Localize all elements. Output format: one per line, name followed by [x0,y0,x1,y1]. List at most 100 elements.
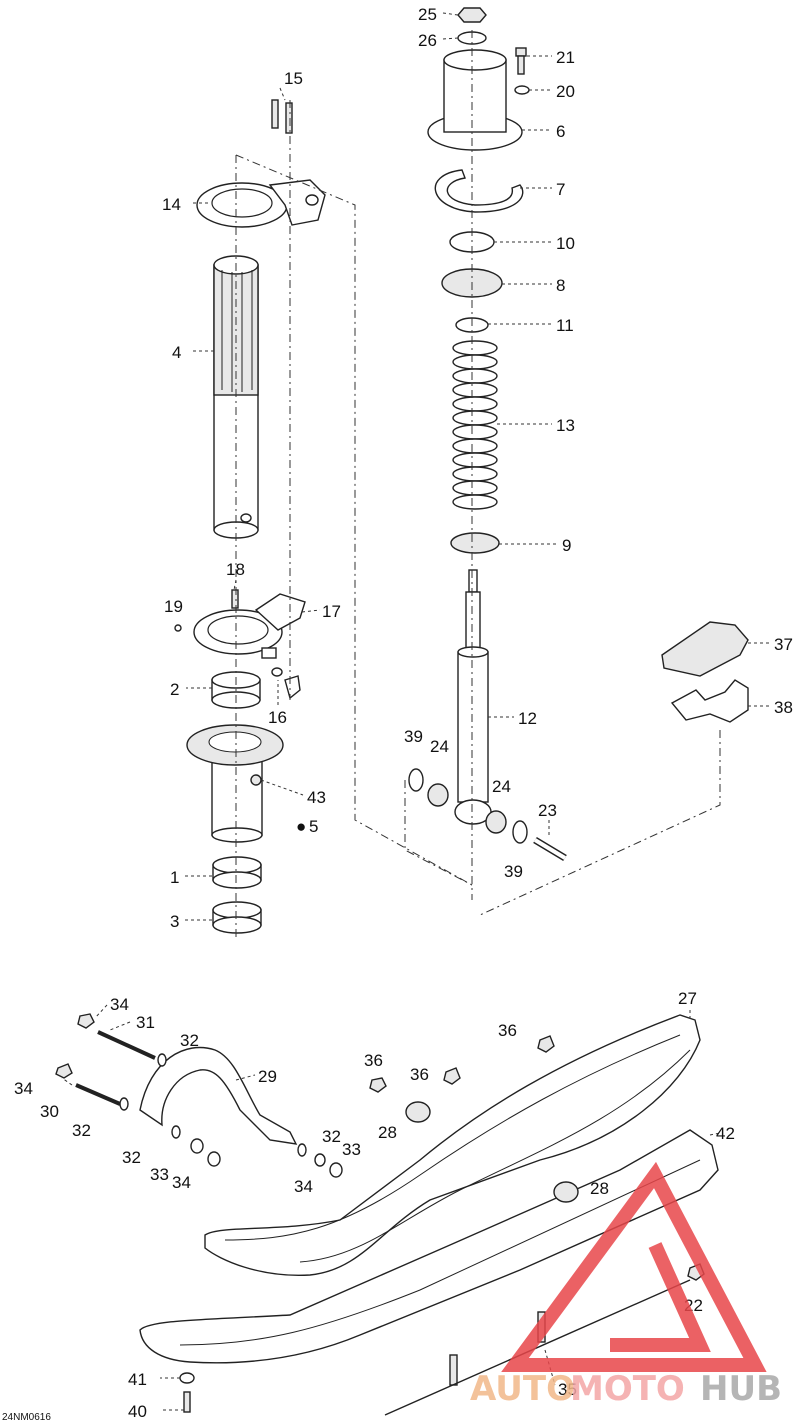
callout-26: 26 [418,31,437,50]
watermark-triangle-icon [501,1161,767,1372]
part-nut-36-c [537,1035,555,1053]
callout-8: 8 [556,276,565,295]
callout-32-a: 32 [180,1031,199,1050]
part-bushing-28-a [405,1101,431,1123]
part-shock-12 [454,569,492,825]
part-clamp-14 [196,179,326,228]
callout-2: 2 [170,680,179,699]
shock-absorber-assembly [408,7,567,862]
part-nut-19 [174,624,182,632]
callout-43: 43 [307,788,326,807]
part-circlip-7 [434,169,524,213]
callout-42: 42 [716,1124,735,1143]
callout-1: 1 [170,868,179,887]
callout-12: 12 [518,709,537,728]
callout-24-lower: 24 [492,777,511,796]
callout-9: 9 [562,536,571,555]
part-bolt-31 [97,1030,156,1060]
assembly-lines [235,30,721,940]
callout-23: 23 [538,801,557,820]
part-bolt-15 [271,99,279,129]
callout-29: 29 [258,1067,277,1086]
part-bushing-3 [212,901,262,934]
callout-3: 3 [170,912,179,931]
callout-38: 38 [774,698,793,717]
ski-assembly [55,1013,719,1416]
part-washer-32-b [119,1097,129,1111]
part-grease-fitting-43 [250,774,262,786]
callout-21: 21 [556,48,575,67]
callout-32-c: 32 [122,1148,141,1167]
callout-27: 27 [678,989,697,1008]
part-bushing-28-b [553,1181,579,1203]
callout-35: 35 [558,1380,577,1399]
watermark-hub: HUB [700,1369,782,1409]
callout-36-a: 36 [498,1021,517,1040]
drawing-id: 24NM0616 [2,1412,51,1423]
part-nut-34-a [77,1013,95,1029]
callout-32-d: 32 [322,1127,341,1146]
part-spring-13 [452,340,498,510]
part-washer-32-a [157,1053,167,1067]
part-nut-34-c [207,1151,221,1167]
part-washer-32-c [171,1125,181,1139]
part-nut-34-d [329,1162,343,1178]
callout-6: 6 [556,122,565,141]
part-washer-41 [179,1372,195,1384]
callout-37: 37 [774,635,793,654]
watermark-logo: AUTO MOTO HUB [470,1161,782,1409]
part-nut-36-a [369,1077,387,1093]
callout-17: 17 [322,602,341,621]
callout-14: 14 [162,195,181,214]
watermark-auto: AUTO [470,1369,575,1409]
part-washer-33-a [190,1138,204,1154]
wear-pad-assembly [661,621,749,723]
part-nut-34-b [55,1063,73,1079]
callout-41: 41 [128,1370,147,1389]
callout-40: 40 [128,1402,147,1421]
callout-36-c: 36 [410,1065,429,1084]
callout-39-upper: 39 [404,727,423,746]
part-bolt-30 [75,1083,121,1106]
callout-34-b: 34 [14,1079,33,1098]
callout-15: 15 [284,69,303,88]
callout-34-d: 34 [294,1177,313,1196]
part-stud-35-b [449,1354,458,1386]
callout-33-b: 33 [342,1140,361,1159]
part-bracket-38 [670,679,749,723]
callout-28-b: 28 [590,1179,609,1198]
part-handle-29 [139,1046,298,1145]
callout-11: 11 [556,316,574,335]
callout-24-upper: 24 [430,737,449,756]
callout-36-b: 36 [364,1051,383,1070]
callout-31: 31 [136,1013,155,1032]
callout-7: 7 [556,180,565,199]
part-washer-32-d [297,1143,307,1157]
part-washer-39-left [408,768,424,792]
part-housing [186,724,284,843]
part-bracket-16 [284,675,301,700]
part-pad-37 [661,621,749,677]
part-washer-9 [450,532,500,554]
part-bar-35 [384,1279,691,1416]
part-nut-25 [457,7,487,23]
callout-13: 13 [556,416,575,435]
part-runner-42 [139,1129,719,1364]
part-screw-18 [231,589,239,609]
callout-4: 4 [172,343,181,362]
part-washer-39-right [512,820,528,844]
callout-leaders [61,12,770,1411]
callout-28-a: 28 [378,1123,397,1142]
callout-20: 20 [556,82,575,101]
callout-32-b: 32 [72,1121,91,1140]
part-bushing-1 [212,856,262,889]
part-nut-36-b [443,1067,461,1085]
callout-39-lower: 39 [504,862,523,881]
droplet-icon: ● [296,817,306,836]
callout-34-c: 34 [172,1173,191,1192]
part-screw-40 [183,1391,191,1413]
callout-30: 30 [40,1102,59,1121]
part-steering-arm-17 [193,593,306,659]
callout-19: 19 [164,597,183,616]
